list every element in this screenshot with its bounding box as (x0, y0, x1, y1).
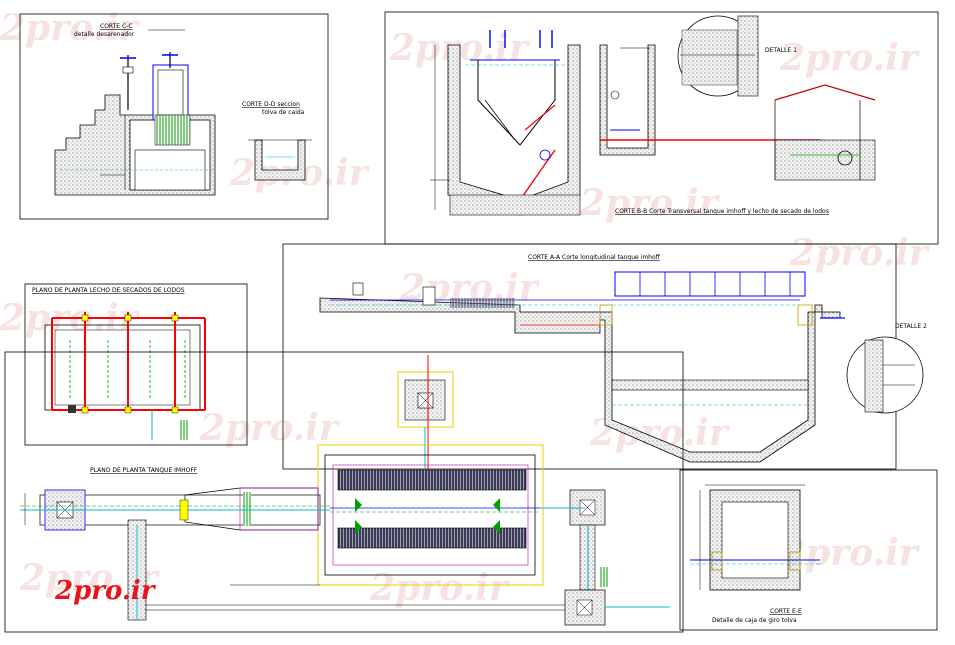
watermark: 2pro.ir (369, 567, 511, 609)
corte-dd-subtitle: tolva de caida (262, 109, 305, 116)
corte-bb-title: CORTE B-B Corte Transversal tanque imhof… (615, 208, 829, 215)
panel-plano-imhoff: PLANO DE PLANTA TANQUE IMHOFF (4, 351, 684, 633)
imhoff-long-section (319, 271, 845, 463)
lecho-plan-drawing (44, 312, 206, 440)
corte-ee-subtitle: Detalle de caja de giro tolva (712, 617, 797, 624)
brand-logo: 2pro.ir (54, 576, 157, 606)
panel-corte-cc-dd: CORTE C-C detalle desarenador CORTE D-D … (19, 13, 329, 220)
watermark: 2pro.ir (779, 532, 921, 574)
panel-corte-bb: DETALLE 1 CORTE B-B Corte Transversal ta… (384, 11, 939, 245)
imhoff-plan-drawing (20, 355, 670, 626)
panel-corte-aa: CORTE A-A Corte longitudinal tanque imho… (282, 243, 927, 470)
corte-cc-subtitle: detalle desarenador (74, 31, 135, 38)
detalle-1-title: DETALLE 1 (765, 47, 797, 54)
imhoff-cross-section (430, 30, 581, 216)
desarenador-section (54, 29, 216, 196)
watermark: 2pro.ir (789, 232, 931, 274)
panel-plano-lecho: PLANO DE PLANTA LECHO DE SECADOS DE LODO… (24, 283, 248, 446)
corte-cc-title: CORTE C-C (100, 23, 133, 30)
corte-dd-title: CORTE D-D seccion (242, 101, 300, 108)
watermark: 2pro.ir (199, 407, 341, 449)
corte-aa-title: CORTE A-A Corte longitudinal tanque imho… (528, 254, 661, 261)
watermark: 2pro.ir (579, 182, 721, 224)
detalle-1-callout: DETALLE 1 (677, 15, 797, 97)
detalle-2-callout: DETALLE 2 (846, 323, 927, 414)
tolva-section (248, 139, 312, 181)
lecho-secado-section (599, 44, 876, 181)
corte-ee-title: CORTE E-E (770, 608, 802, 615)
plano-imhoff-title: PLANO DE PLANTA TANQUE IMHOFF (90, 467, 198, 474)
plano-lecho-title: PLANO DE PLANTA LECHO DE SECADOS DE LODO… (32, 287, 185, 294)
detalle-2-title: DETALLE 2 (895, 323, 927, 330)
caja-giro-drawing (690, 484, 820, 591)
panel-corte-ee: CORTE E-E Detalle de caja de giro tolva (679, 469, 938, 631)
watermark: 2pro.ir (779, 37, 921, 79)
